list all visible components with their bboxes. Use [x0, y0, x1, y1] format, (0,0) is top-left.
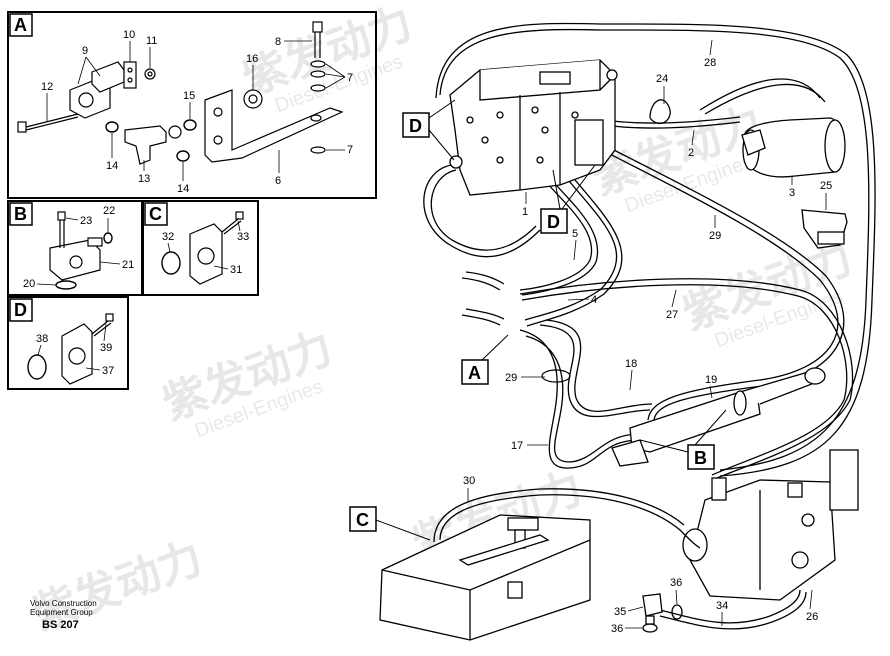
bolt-8	[310, 21, 326, 154]
clamp-37	[61, 313, 114, 385]
callout-27: 27	[666, 309, 678, 321]
accumulator-3	[741, 117, 846, 178]
callout-33: 33	[237, 231, 249, 243]
hose-17	[519, 329, 641, 469]
cylinder-19	[611, 367, 826, 467]
callout-21: 21	[122, 259, 134, 271]
callout-30: 30	[463, 475, 475, 487]
callout-9: 9	[82, 45, 88, 57]
hose-18	[539, 324, 651, 418]
panel-d-label: D	[14, 300, 27, 320]
view-tag-d-bottom: D	[547, 212, 560, 232]
callouts-main: 28 24 2 3 25 29 1 5 4 27 18 19 29 17 30 …	[463, 39, 832, 635]
hose-5	[519, 174, 593, 291]
callout-36a: 36	[670, 577, 682, 589]
callout-13: 13	[138, 173, 150, 185]
hose-30	[439, 494, 701, 549]
callout-10: 10	[123, 29, 135, 41]
callout-19: 19	[705, 374, 717, 386]
hose-27	[519, 278, 854, 481]
nut-16	[243, 89, 263, 109]
hose-28	[439, 28, 870, 471]
panel-c-label: C	[149, 204, 162, 224]
view-tag-d-left: D	[409, 116, 422, 136]
callout-22: 22	[103, 205, 115, 217]
panel-b: B 23 22 21 20	[7, 200, 143, 296]
callout-20: 20	[23, 278, 35, 290]
callout-34: 34	[716, 600, 728, 612]
hose-29	[601, 149, 839, 421]
callout-26: 26	[806, 611, 818, 623]
bracket-6	[204, 89, 344, 163]
flange-21	[49, 211, 103, 281]
strap-25	[801, 209, 848, 249]
watermark-1: 紫发动力 Diesel-Engines	[237, 0, 419, 117]
hose-34	[659, 589, 801, 624]
panel-d: D 38 39 37	[7, 296, 129, 390]
callout-7b: 7	[347, 144, 353, 156]
callout-38: 38	[36, 333, 48, 345]
callout-24: 24	[656, 73, 668, 85]
nut-11	[144, 68, 156, 80]
callout-25: 25	[820, 180, 832, 192]
plate-10	[123, 61, 137, 89]
clamp-9	[69, 61, 125, 119]
callout-14a: 14	[106, 160, 118, 172]
pump-assembly-26	[682, 449, 859, 601]
footer-line1: Volvo Construction	[30, 599, 97, 608]
callout-17: 17	[511, 440, 523, 452]
hose-4	[524, 169, 618, 321]
valve-block-1	[449, 59, 618, 196]
clamp-31	[189, 211, 244, 285]
callout-15: 15	[183, 90, 195, 102]
callout-35: 35	[614, 606, 626, 618]
view-tag-b: B	[694, 448, 707, 468]
panel-c: C 32 33 31	[142, 200, 259, 296]
footer-line2: Equipment Group	[30, 608, 93, 617]
callout-14b: 14	[177, 183, 189, 195]
callout-7a: 7	[347, 72, 353, 84]
callout-39: 39	[100, 342, 112, 354]
view-tag-a: A	[468, 363, 481, 383]
hose-2	[611, 121, 741, 129]
callout-23: 23	[80, 215, 92, 227]
callout-32: 32	[162, 231, 174, 243]
footer: Volvo Construction Equipment Group BS 20…	[30, 599, 97, 631]
callout-2: 2	[688, 147, 694, 159]
callout-12: 12	[41, 81, 53, 93]
fitting-35	[642, 593, 663, 625]
callout-6: 6	[275, 175, 281, 187]
main-assembly	[379, 22, 876, 641]
callout-18: 18	[625, 358, 637, 370]
callout-8: 8	[275, 36, 281, 48]
callout-1: 1	[522, 206, 528, 218]
callouts-panel-a: 9 10 11 12 14 13 14 15 16 6 8 7	[41, 29, 353, 195]
callout-11: 11	[146, 35, 157, 47]
callout-31: 31	[230, 264, 242, 276]
tee-13	[124, 125, 182, 165]
callout-29b: 29	[505, 372, 517, 384]
tank-c	[379, 514, 591, 641]
panel-a: A	[7, 11, 377, 199]
callout-36b: 36	[611, 623, 623, 635]
callout-16: 16	[246, 53, 258, 65]
callout-5: 5	[572, 228, 578, 240]
callout-4: 4	[591, 294, 597, 306]
view-tags: D D A B C	[349, 99, 727, 541]
callout-29a: 29	[709, 230, 721, 242]
bolt-12	[17, 113, 79, 133]
view-tag-c: C	[356, 510, 369, 530]
footer-code: BS 207	[42, 619, 79, 631]
panel-a-label: A	[14, 15, 27, 35]
callout-28: 28	[704, 57, 716, 69]
callout-37: 37	[102, 365, 114, 377]
watermark-3: 紫发动力 Diesel-Engines	[157, 323, 339, 442]
callout-3: 3	[789, 187, 795, 199]
panel-b-label: B	[14, 204, 27, 224]
